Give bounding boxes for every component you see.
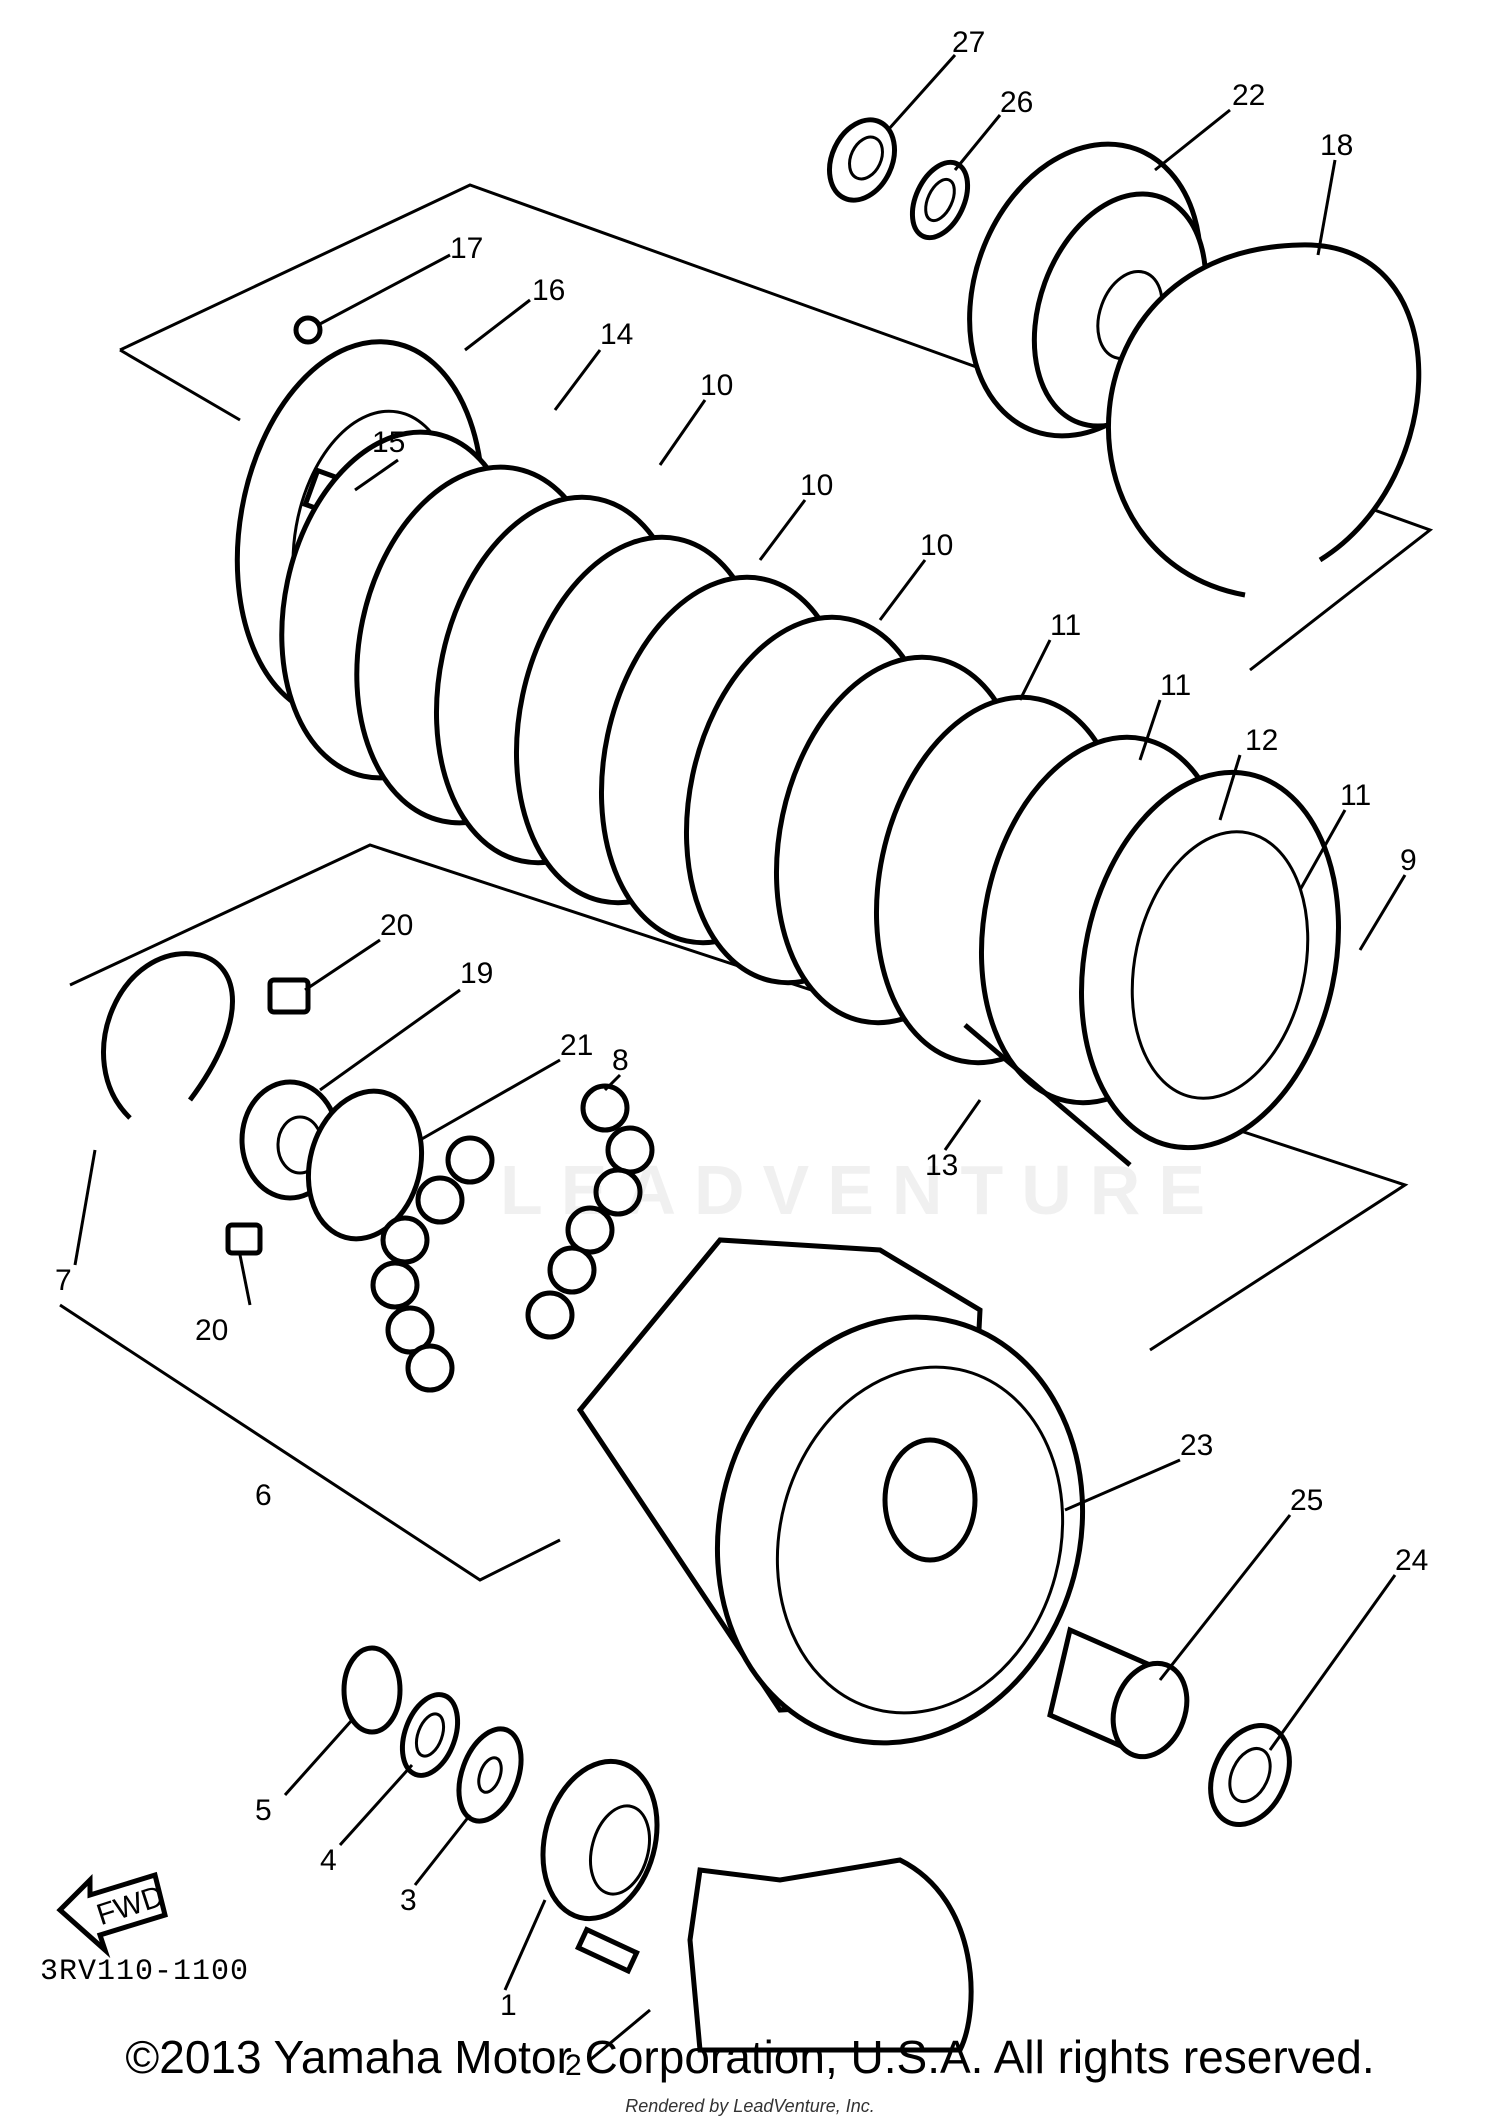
callout-5: 5 <box>255 1794 272 1827</box>
part-18-wire-circlip <box>1105 242 1422 598</box>
callout-1: 1 <box>500 1989 517 2022</box>
callout-20-b: 20 <box>195 1314 228 1347</box>
callout-7: 7 <box>55 1264 72 1297</box>
diagram-reference-code: 3RV110-1100 <box>40 1955 250 1989</box>
crankshaft-end <box>687 1857 974 2053</box>
clutch-plate-stack <box>279 429 1341 1151</box>
callout-16: 16 <box>532 274 565 307</box>
callout-18: 18 <box>1320 129 1353 162</box>
part-21-ring <box>305 1088 425 1242</box>
part-20-guide-upper <box>267 977 311 1015</box>
callout-23: 23 <box>1180 1429 1213 1462</box>
callout-26: 26 <box>1000 86 1033 119</box>
callout-24: 24 <box>1395 1544 1428 1577</box>
part-26-washer <box>909 159 971 241</box>
callout-12: 12 <box>1245 724 1278 757</box>
part-25-bushing <box>1047 1626 1190 1760</box>
callout-27: 27 <box>952 26 985 59</box>
part-4-lock-washer <box>399 1692 461 1778</box>
part-1-primary-drive-gear <box>540 1758 660 1922</box>
part-23-primary-driven-gear <box>576 1237 1086 1746</box>
copyright-notice: ©2013 Yamaha Motor Corporation, U.S.A. A… <box>125 2031 1375 2083</box>
leader-lines <box>73 54 1407 2062</box>
callout-20-a: 20 <box>380 909 413 942</box>
callout-10-b: 10 <box>800 469 833 502</box>
callout-22: 22 <box>1232 79 1265 112</box>
callout-21: 21 <box>560 1029 593 1062</box>
callout-10-c: 10 <box>920 529 953 562</box>
callout-11-a: 11 <box>1050 609 1081 642</box>
callout-19: 19 <box>460 957 493 990</box>
part-27-nut <box>827 117 897 203</box>
watermark: LEADVENTURE <box>500 1151 1224 1229</box>
part-20-guide-lower <box>225 1222 263 1256</box>
part-17-screw <box>293 315 323 345</box>
group-outline-upper-edge <box>119 348 241 422</box>
callout-9: 9 <box>1400 844 1417 877</box>
part-3-washer <box>456 1726 524 1824</box>
callout-14: 14 <box>600 318 633 351</box>
callout-13: 13 <box>925 1149 958 1182</box>
part-13-push-rod <box>963 1023 1132 1167</box>
callout-25: 25 <box>1290 1484 1323 1517</box>
callout-6: 6 <box>255 1479 272 1512</box>
callout-15: 15 <box>372 426 405 459</box>
part-7-circlip <box>101 951 235 1120</box>
part-24-washer <box>1208 1722 1292 1828</box>
part-8-steel-balls <box>370 1083 655 1393</box>
callout-10-a: 10 <box>700 369 733 402</box>
callout-2: 2 <box>565 2049 582 2082</box>
group-outline-upper <box>119 183 1434 672</box>
group-outline-lower-edge <box>59 1303 561 1582</box>
callout-4: 4 <box>320 1844 337 1877</box>
rendered-by-notice: Rendered by LeadVenture, Inc. <box>625 2096 875 2116</box>
callout-11-b: 11 <box>1160 669 1191 702</box>
fwd-arrow-icon: FWD <box>56 1871 169 1959</box>
part-2-straight-key <box>574 1926 640 1975</box>
callout-17: 17 <box>450 232 483 265</box>
callout-3: 3 <box>400 1884 417 1917</box>
callout-11-c: 11 <box>1340 779 1371 812</box>
part-5-nut <box>341 1645 403 1735</box>
callout-8: 8 <box>612 1044 629 1077</box>
